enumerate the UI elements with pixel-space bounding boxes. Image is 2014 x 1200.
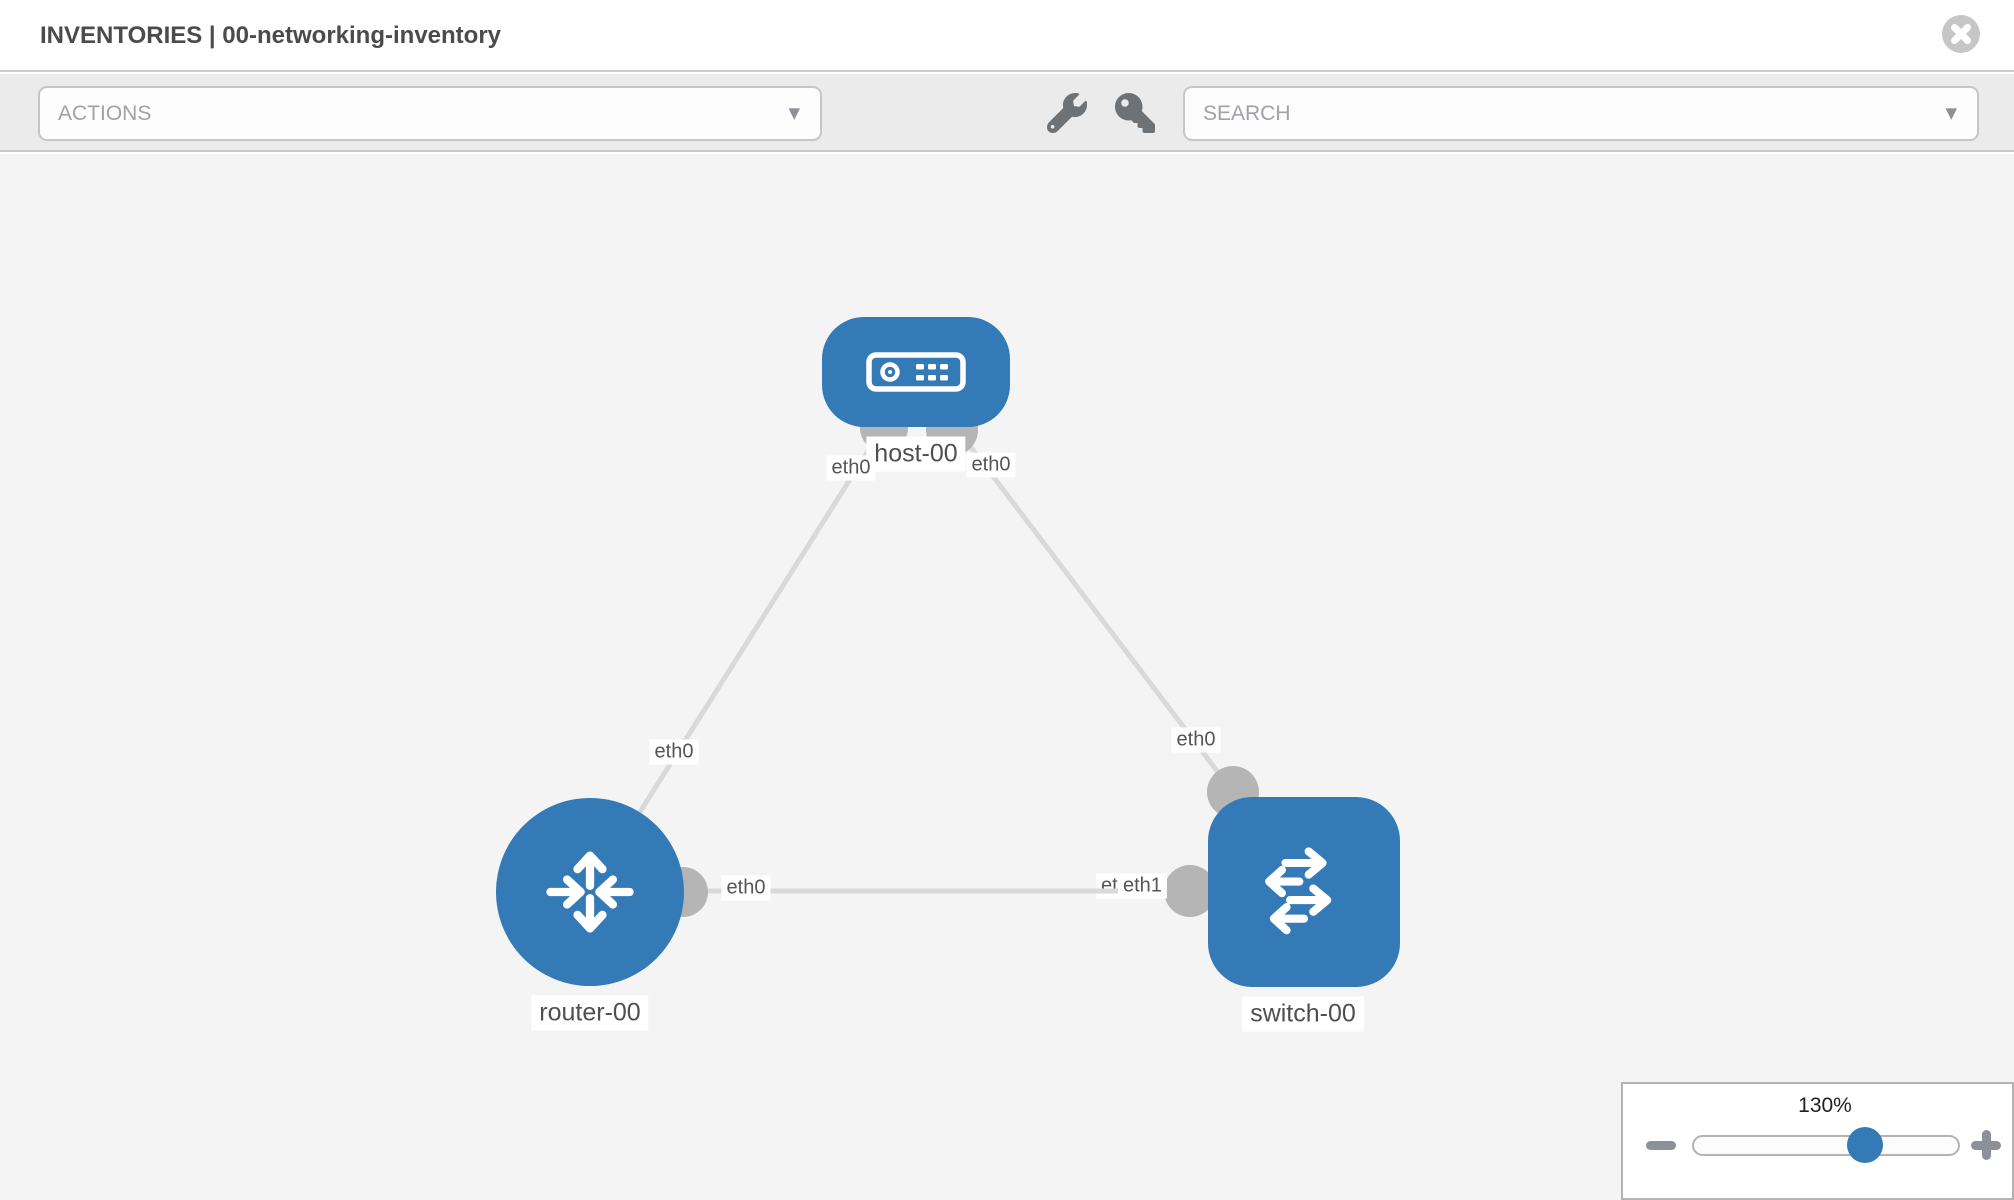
search-dropdown[interactable]: SEARCH ▼ [1183, 86, 1979, 141]
node-label-host-00: host-00 [866, 436, 966, 472]
chevron-down-icon: ▼ [788, 104, 800, 122]
zoom-slider-track[interactable] [1692, 1135, 1960, 1156]
close-icon [1951, 24, 1971, 44]
interface-label-host-eth0-right: eth0 [966, 452, 1016, 478]
node-host-00[interactable] [822, 317, 1010, 427]
topology-links-layer [587, 373, 1259, 917]
actions-dropdown-label: ACTIONS [58, 102, 152, 125]
interface-connector [1164, 865, 1216, 917]
chevron-down-icon: ▼ [1945, 104, 1957, 122]
plus-icon [1981, 1130, 1991, 1160]
host-appliance-icon [866, 352, 966, 392]
zoom-out-button[interactable] [1646, 1141, 1676, 1150]
configure-tools-button[interactable] [1047, 93, 1087, 133]
node-router-00[interactable] [496, 798, 684, 986]
switch-arrows-icon [1265, 847, 1332, 935]
node-switch-00[interactable] [1208, 797, 1400, 987]
zoom-slider-thumb[interactable] [1847, 1127, 1883, 1163]
toolbar: ACTIONS ▼ SEARCH ▼ [0, 74, 2014, 152]
zoom-panel: 130% [1621, 1082, 2014, 1200]
topology-canvas[interactable]: eth0 [0, 154, 2014, 1200]
close-button[interactable] [1942, 15, 1980, 53]
interface-label-router-eth0-horizontal: eth0 [721, 875, 771, 901]
search-dropdown-label: SEARCH [1203, 102, 1291, 125]
node-label-router-00: router-00 [531, 995, 649, 1031]
actions-dropdown[interactable]: ACTIONS ▼ [38, 86, 822, 141]
interface-label-router-eth0-up: eth0 [649, 739, 699, 765]
router-arrows-icon [546, 851, 634, 933]
header: INVENTORIES | 00-networking-inventory [0, 0, 2014, 72]
node-label-switch-00: switch-00 [1242, 996, 1364, 1032]
interface-label-switch-eth1: eth1 [1118, 873, 1167, 899]
interface-label-switch-eth0-up: eth0 [1171, 727, 1221, 753]
wrench-icon [1047, 93, 1087, 133]
zoom-level: 130% [1798, 1094, 1852, 1117]
credentials-button[interactable] [1115, 93, 1155, 133]
zoom-in-button[interactable] [1971, 1130, 2001, 1160]
key-icon [1115, 93, 1155, 133]
interface-label-host-eth0-left: eth0 [826, 455, 876, 481]
page-title: INVENTORIES | 00-networking-inventory [40, 22, 502, 49]
